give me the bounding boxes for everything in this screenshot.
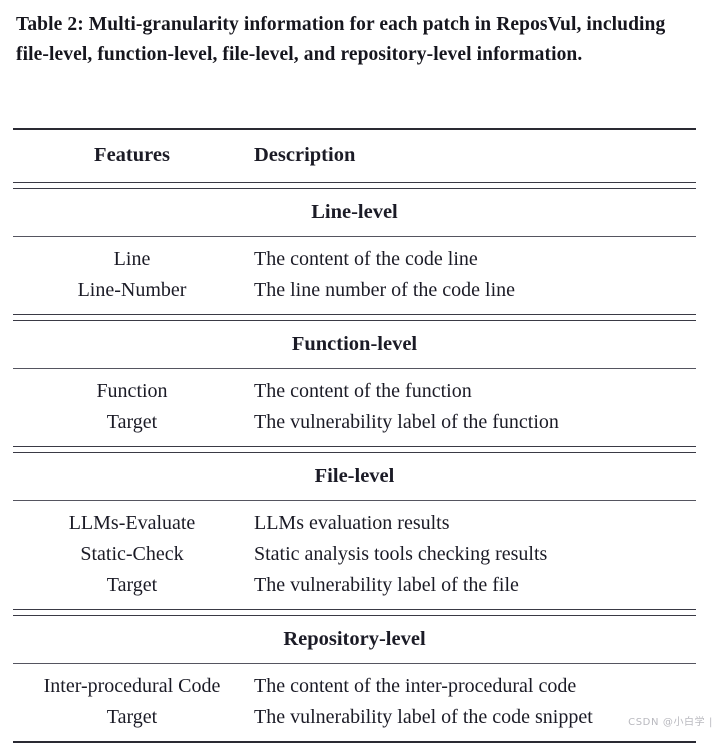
section-title: Repository-level xyxy=(283,628,426,650)
section-heading-file-level: File-level xyxy=(13,453,696,501)
table-row: Static-Check Static analysis tools check… xyxy=(13,539,696,570)
rule-section-1 xyxy=(13,368,696,369)
section-heading-line-level: Line-level xyxy=(13,189,696,237)
section-title: Function-level xyxy=(291,333,418,355)
description-cell: The vulnerability label of the file xyxy=(254,574,519,596)
column-header-features: Features xyxy=(94,144,170,166)
description-cell: The content of the code line xyxy=(254,248,478,270)
table-row: Target The vulnerability label of the co… xyxy=(13,702,696,742)
feature-cell: Inter-procedural Code xyxy=(43,675,221,697)
rule-section-divider-1 xyxy=(13,446,696,453)
feature-cell: Line xyxy=(113,248,151,270)
column-header-description: Description xyxy=(254,144,356,166)
rule-section-3 xyxy=(13,663,696,664)
feature-cell: LLMs-Evaluate xyxy=(68,512,196,534)
csdn-watermark: CSDN @小白学 | xyxy=(628,717,713,728)
rule-header-bottom xyxy=(13,182,696,189)
table-container: Features Description Line-level Line The… xyxy=(13,128,696,743)
description-cell: The vulnerability label of the code snip… xyxy=(254,706,593,728)
description-cell: The content of the function xyxy=(254,380,472,402)
description-cell: The content of the inter-procedural code xyxy=(254,675,577,697)
table-row: Function The content of the function xyxy=(13,369,696,407)
table-caption: Table 2: Multi-granularity information f… xyxy=(16,14,666,65)
description-cell: The vulnerability label of the function xyxy=(254,411,559,433)
rule-section-divider-2 xyxy=(13,609,696,616)
feature-cell: Static-Check xyxy=(80,543,184,565)
table-row: Line The content of the code line xyxy=(13,237,696,275)
rule-section-divider-0 xyxy=(13,314,696,321)
rule-section-2 xyxy=(13,500,696,501)
section-heading-repository-level: Repository-level xyxy=(13,616,696,664)
table-row: Target The vulnerability label of the fi… xyxy=(13,570,696,610)
feature-cell: Function xyxy=(96,380,168,402)
section-title: File-level xyxy=(314,465,395,487)
table-header-row: Features Description xyxy=(13,130,696,183)
table-row: Inter-procedural Code The content of the… xyxy=(13,664,696,702)
section-heading-function-level: Function-level xyxy=(13,321,696,369)
description-cell: LLMs evaluation results xyxy=(254,512,450,534)
section-title: Line-level xyxy=(311,201,398,223)
feature-cell: Target xyxy=(106,411,158,433)
feature-cell: Target xyxy=(106,574,158,596)
feature-cell: Target xyxy=(106,706,158,728)
description-cell: The line number of the code line xyxy=(254,279,516,301)
table-row: Line-Number The line number of the code … xyxy=(13,275,696,315)
rule-section-0 xyxy=(13,236,696,237)
table-row: LLMs-Evaluate LLMs evaluation results xyxy=(13,501,696,539)
table-row: Target The vulnerability label of the fu… xyxy=(13,407,696,447)
description-cell: Static analysis tools checking results xyxy=(254,543,548,565)
multi-granularity-table: Features Description Line-level Line The… xyxy=(13,128,696,743)
feature-cell: Line-Number xyxy=(77,279,187,301)
